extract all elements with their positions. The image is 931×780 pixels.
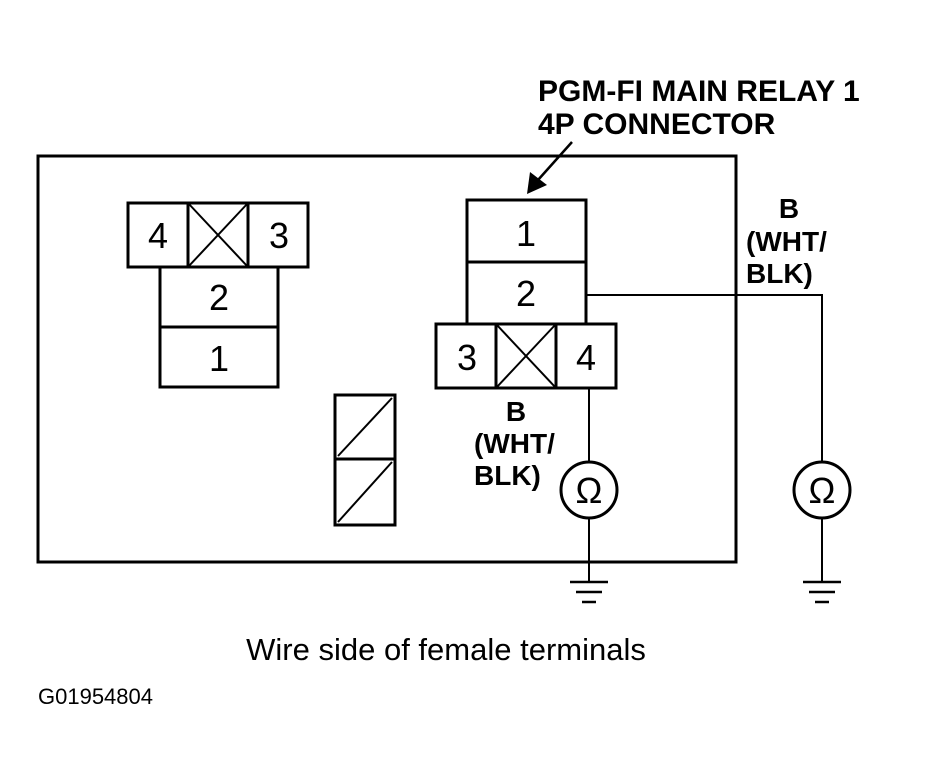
main-terminal-4: 4 bbox=[576, 337, 596, 378]
main-terminal-1: 1 bbox=[516, 213, 536, 254]
wire-terminal-2 bbox=[586, 294, 823, 462]
ohmmeter-right-icon: Ω bbox=[792, 460, 852, 582]
center-wire-code: B bbox=[506, 396, 526, 427]
main-terminal-3: 3 bbox=[457, 337, 477, 378]
pointer-arrow bbox=[527, 141, 573, 194]
left-terminal-3: 3 bbox=[269, 215, 289, 256]
ohmmeter-center-symbol: Ω bbox=[576, 470, 603, 511]
left-terminal-2: 2 bbox=[209, 277, 229, 318]
ground-center-icon bbox=[570, 580, 608, 604]
blanked-terminal-block bbox=[333, 393, 397, 527]
left-terminal-4: 4 bbox=[148, 215, 168, 256]
left-terminal-1: 1 bbox=[209, 338, 229, 379]
connector-housing-outline bbox=[36, 154, 738, 564]
right-wire-color-2: BLK) bbox=[746, 258, 813, 289]
ohmmeter-center-icon: Ω bbox=[559, 460, 619, 582]
diagram-caption: Wire side of female terminals bbox=[246, 632, 646, 667]
right-wire-color-1: (WHT/ bbox=[746, 226, 827, 257]
left-connector: 4 3 2 1 bbox=[126, 201, 310, 389]
ground-right-icon bbox=[803, 580, 841, 604]
title-line-2: 4P CONNECTOR bbox=[538, 108, 776, 141]
right-wire-code: B bbox=[779, 193, 799, 224]
center-wire-color-1: (WHT/ bbox=[474, 428, 555, 459]
ohmmeter-right-symbol: Ω bbox=[809, 470, 836, 511]
title-line-1: PGM-FI MAIN RELAY 1 bbox=[538, 75, 860, 108]
main-terminal-2: 2 bbox=[516, 273, 536, 314]
main-relay-connector: 1 2 3 4 bbox=[434, 198, 618, 390]
center-wire-color-2: BLK) bbox=[474, 460, 541, 491]
figure-code: G01954804 bbox=[38, 684, 153, 709]
